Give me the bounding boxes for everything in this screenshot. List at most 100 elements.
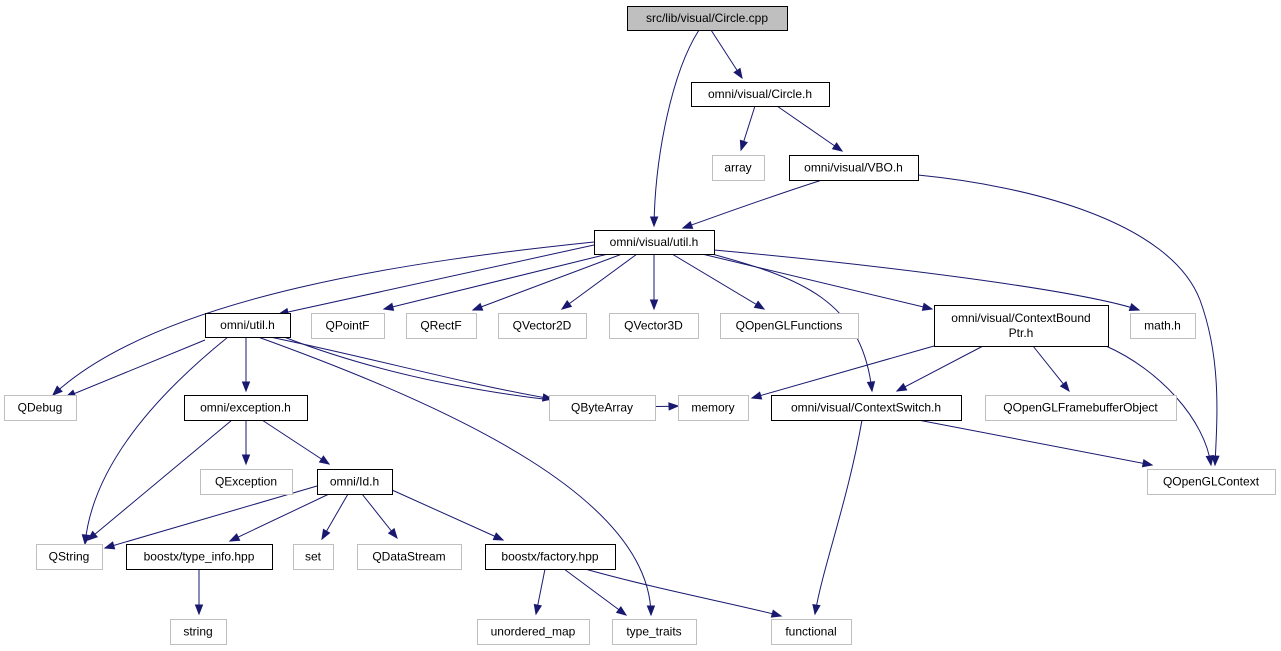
node-label: Ptr.h: [1009, 326, 1034, 340]
node-root[interactable]: src/lib/visual/Circle.cpp: [627, 6, 788, 31]
edge-arrowhead: [921, 302, 934, 311]
node-label: QString: [49, 550, 90, 564]
edge-ctxbound-to-memory: [750, 345, 935, 400]
node-box: [477, 619, 590, 645]
edge-arrowhead: [812, 603, 821, 616]
node-label: QOpenGLFramebufferObject: [1003, 401, 1158, 415]
node-box: [293, 544, 334, 570]
edge-factory-to-functional: [584, 568, 783, 618]
edge-arrowhead: [387, 527, 398, 540]
node-label: set: [305, 550, 322, 564]
edge-line: [257, 336, 652, 616]
node-set: set: [293, 544, 334, 570]
edge-arrowhead: [194, 604, 204, 616]
node-factory[interactable]: boostx/factory.hpp: [485, 544, 616, 570]
node-box: [126, 544, 273, 570]
edge-id_h-to-typeinfo: [228, 493, 330, 542]
edge-arrowhead: [1205, 455, 1214, 467]
node-box: [691, 82, 830, 107]
edge-ctxbound-to-ctxswitch: [895, 345, 984, 392]
edge-arrowhead: [560, 299, 573, 310]
node-box: [184, 395, 308, 421]
edge-arrowhead: [649, 299, 659, 311]
edge-util_h-to-exception_h: [241, 337, 251, 393]
edge-arrowhead: [681, 220, 694, 229]
node-label: boostx/factory.hpp: [501, 550, 598, 564]
node-label: QDataStream: [372, 550, 445, 564]
node-id-h[interactable]: omni/Id.h: [317, 469, 393, 495]
node-label: omni/visual/ContextSwitch.h: [791, 401, 941, 415]
node-vbo-h[interactable]: omni/visual/VBO.h: [789, 155, 919, 181]
node-util-h[interactable]: omni/util.h: [205, 313, 291, 338]
edge-line: [269, 336, 553, 400]
edge-arrowhead: [81, 534, 91, 546]
node-label: QOpenGLContext: [1163, 475, 1260, 489]
edge-line: [65, 339, 206, 398]
edge-arrowhead: [615, 605, 628, 616]
node-box: [627, 6, 788, 31]
edge-arrowhead: [831, 142, 844, 152]
edge-vutil_h-to-qvector3d: [649, 254, 659, 311]
edge-arrowhead: [866, 381, 876, 393]
edge-line: [1032, 345, 1070, 392]
edge-arrowhead: [750, 391, 763, 400]
node-label: QPointF: [325, 319, 369, 333]
node-qbytearray: QByteArray: [549, 395, 656, 421]
edge-arrowhead: [1059, 380, 1070, 393]
edge-typeinfo-to-string: [194, 569, 204, 616]
edge-ctxswitch-to-functional: [812, 419, 863, 616]
node-label: QVector2D: [513, 319, 572, 333]
node-vutil-h[interactable]: omni/visual/util.h: [594, 230, 715, 255]
node-ctxswitch[interactable]: omni/visual/ContextSwitch.h: [771, 395, 962, 421]
edge-arrowhead: [321, 528, 331, 541]
edge-vutil_h-to-qpointf: [382, 253, 609, 311]
edge-line: [814, 419, 863, 615]
edge-factory-to-unordered_map: [533, 568, 546, 616]
node-typeinfo[interactable]: boostx/type_info.hpp: [126, 544, 273, 570]
node-math-h: math.h: [1130, 313, 1196, 339]
node-circle-h[interactable]: omni/visual/Circle.h: [691, 82, 830, 107]
node-box: [200, 469, 293, 495]
node-box: [609, 313, 699, 339]
nodes-layer: src/lib/visual/Circle.cpp omni/visual/Cir…: [4, 6, 1276, 645]
node-label: unordered_map: [491, 625, 576, 639]
edge-util_h-to-qbytearray: [269, 336, 554, 402]
edge-circle_h-to-array: [739, 105, 756, 152]
edge-root-to-circle_h: [710, 29, 743, 80]
node-qoglfbo: QOpenGLFramebufferObject: [985, 395, 1177, 421]
edge-line: [278, 244, 595, 315]
node-qrectf: QRectF: [406, 313, 477, 339]
node-label: src/lib/visual/Circle.cpp: [646, 11, 768, 25]
edge-vutil_h-to-qoglfunctions: [671, 253, 766, 310]
edge-arrowhead: [228, 533, 241, 542]
edge-line: [561, 253, 638, 310]
edge-arrowhead: [753, 300, 766, 310]
edge-line: [917, 419, 1153, 466]
node-label: QVector3D: [624, 319, 683, 333]
edge-line: [917, 174, 1218, 466]
node-exception-h[interactable]: omni/exception.h: [184, 395, 308, 421]
node-qexception: QException: [200, 469, 293, 495]
edge-line: [383, 253, 609, 310]
node-label: type_traits: [626, 625, 681, 639]
node-box: [406, 313, 477, 339]
node-label: QDebug: [18, 401, 63, 415]
edge-line: [391, 489, 504, 541]
node-functional: functional: [771, 619, 852, 645]
edge-arrowhead: [86, 530, 99, 541]
edge-arrowhead: [895, 382, 908, 392]
edge-vutil_h-to-qrectf: [471, 253, 623, 311]
node-unordered-map: unordered_map: [477, 619, 590, 645]
node-qoglcontext: QOpenGLContext: [1147, 469, 1276, 495]
edge-line: [711, 253, 873, 392]
node-box: [498, 313, 587, 339]
edge-vutil_h-to-ctxswitch: [711, 253, 876, 393]
node-box: [205, 313, 291, 338]
edge-vutil_h-to-math_h: [713, 249, 1141, 311]
edge-arrowhead: [770, 609, 783, 618]
node-box: [789, 155, 919, 181]
edge-arrowhead: [51, 385, 63, 396]
edge-id_h-to-qdatastream: [361, 493, 398, 540]
